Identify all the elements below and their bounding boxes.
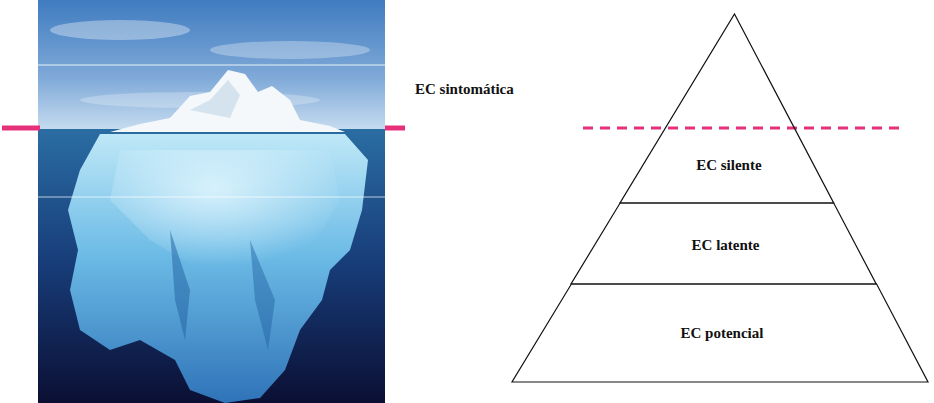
band-outline [620,14,834,203]
latent-band: EC latente [571,203,876,284]
silent-band: EC silente [620,14,834,203]
region-label: EC sintomática [415,80,514,98]
potential-band: EC potencial [512,284,928,382]
band-text: EC latente [692,236,760,254]
band-text: EC silente [696,156,761,174]
band-text: EC potencial [681,324,764,342]
